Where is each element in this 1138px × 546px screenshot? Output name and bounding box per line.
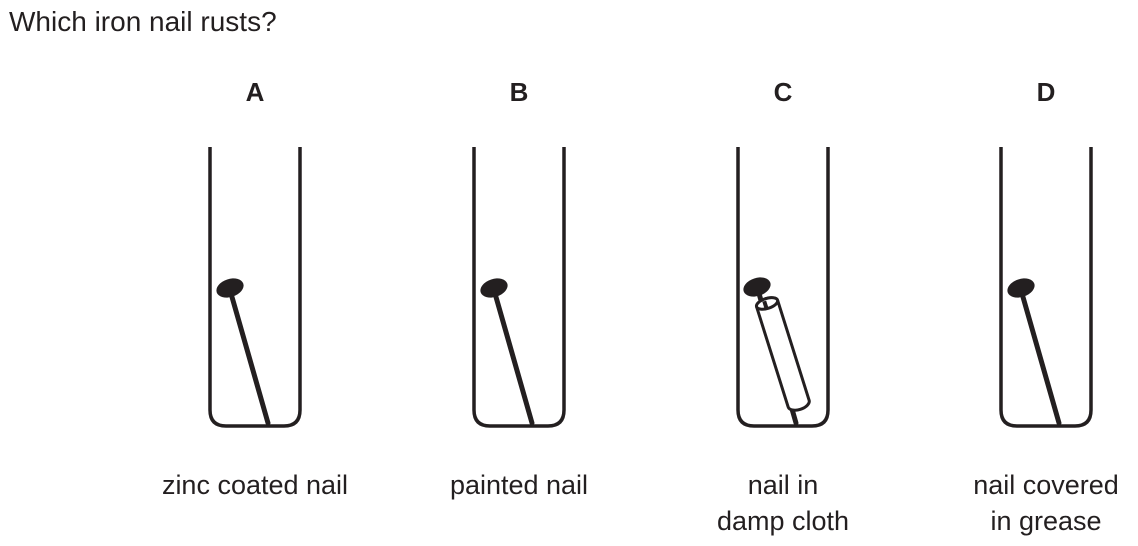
option-d-apparatus <box>999 147 1093 428</box>
caption-line: damp cloth <box>716 506 850 536</box>
question-text: Which iron nail rusts? <box>9 6 277 37</box>
nail-shank <box>491 287 535 426</box>
caption-line: nail covered <box>973 470 1119 500</box>
damp-cloth <box>754 296 811 412</box>
nail-head <box>1007 278 1035 298</box>
test-tube <box>999 147 1093 428</box>
nail-shank <box>1018 287 1062 426</box>
caption-line: painted nail <box>449 470 589 500</box>
option-b-apparatus <box>472 147 566 428</box>
caption-c: nail in damp cloth <box>663 467 903 539</box>
nail-shank <box>227 287 271 426</box>
nail-head <box>216 278 244 298</box>
caption-line: nail in <box>747 470 819 500</box>
option-letter-d: D <box>1036 77 1056 107</box>
nail-head <box>743 277 771 297</box>
test-tube <box>208 147 302 428</box>
caption-a: zinc coated nail <box>135 467 375 503</box>
option-letter-b: B <box>509 77 529 107</box>
caption-b: painted nail <box>399 467 639 503</box>
test-tube <box>736 147 830 428</box>
caption-line: zinc coated nail <box>161 470 349 500</box>
option-letter-c: C <box>773 77 793 107</box>
nail-head <box>480 278 508 298</box>
option-c-apparatus <box>736 147 830 428</box>
caption-line: in grease <box>990 506 1102 536</box>
option-a-apparatus <box>208 147 302 428</box>
caption-d: nail covered in grease <box>926 467 1138 539</box>
option-letter-a: A <box>245 77 265 107</box>
test-tube <box>472 147 566 428</box>
